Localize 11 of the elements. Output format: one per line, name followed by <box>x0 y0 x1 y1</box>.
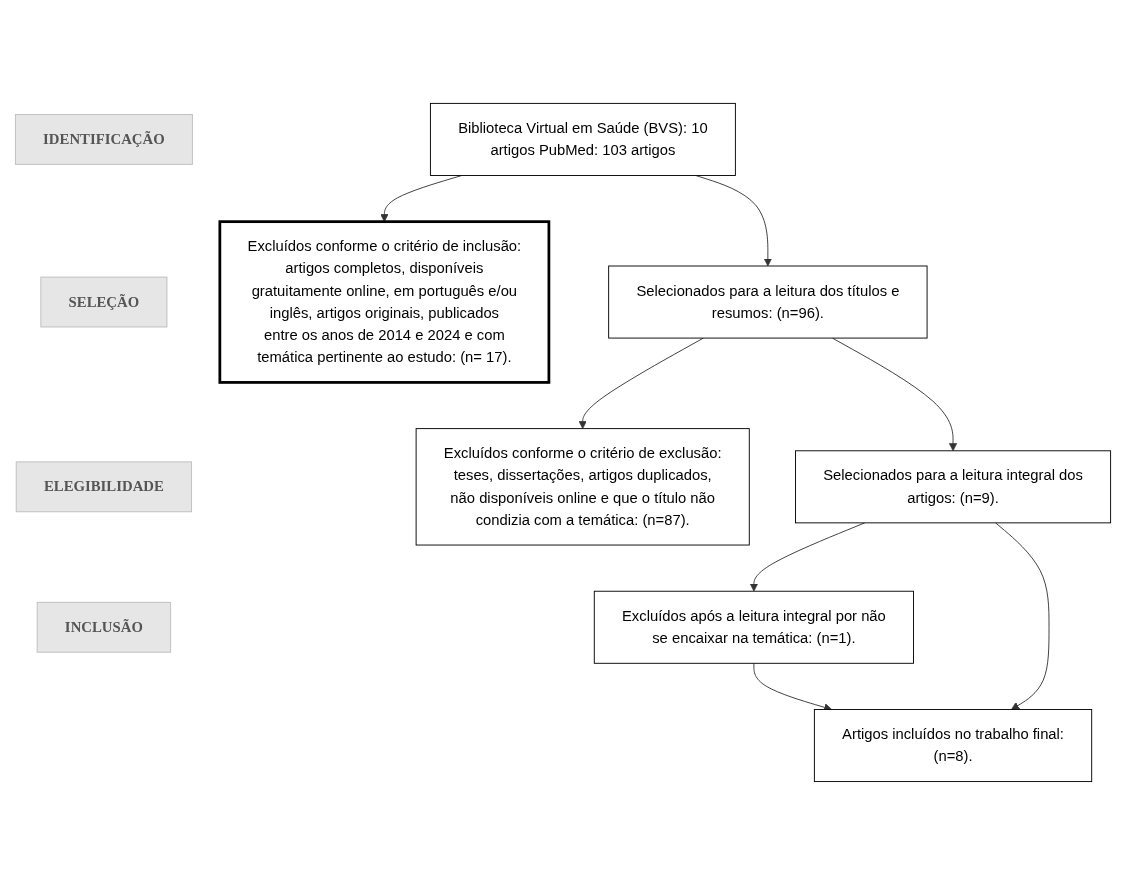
node-box: Artigos incluídos no trabalho final: (n=8). <box>813 709 1093 783</box>
node-box: Excluídos conforme o critério de inclusão: artigos completos, disponíveis gratuitamente online, em português e/ou inglês, artigos originais, publicados entre os anos de 2014 e 2024 e com temática pertinente ao estudo: (n= 17). <box>218 220 551 384</box>
node-box: INCLUSÃO <box>36 601 172 653</box>
node-box: Excluídos conforme o critério de exclusão: teses, dissertações, artigos duplicados, não disponíveis online e que o título não condizia com a temática: (n=87). <box>415 428 750 546</box>
node-box: Selecionados para a leitura integral dos artigos: (n=9). <box>795 450 1112 524</box>
node-box: SELEÇÃO <box>40 276 168 328</box>
node-box: IDENTIFICAÇÃO <box>14 114 193 165</box>
node-box: Excluídos após a leitura integral por não se encaixar na temática: (n=1). <box>593 590 914 664</box>
node-box: Selecionados para a leitura dos títulos e resumos: (n=96). <box>608 265 928 339</box>
node-box: Biblioteca Virtual em Saúde (BVS): 10 artigos PubMed: 103 artigos <box>429 102 736 176</box>
node-box: ELEGIBILIDADE <box>15 461 193 513</box>
